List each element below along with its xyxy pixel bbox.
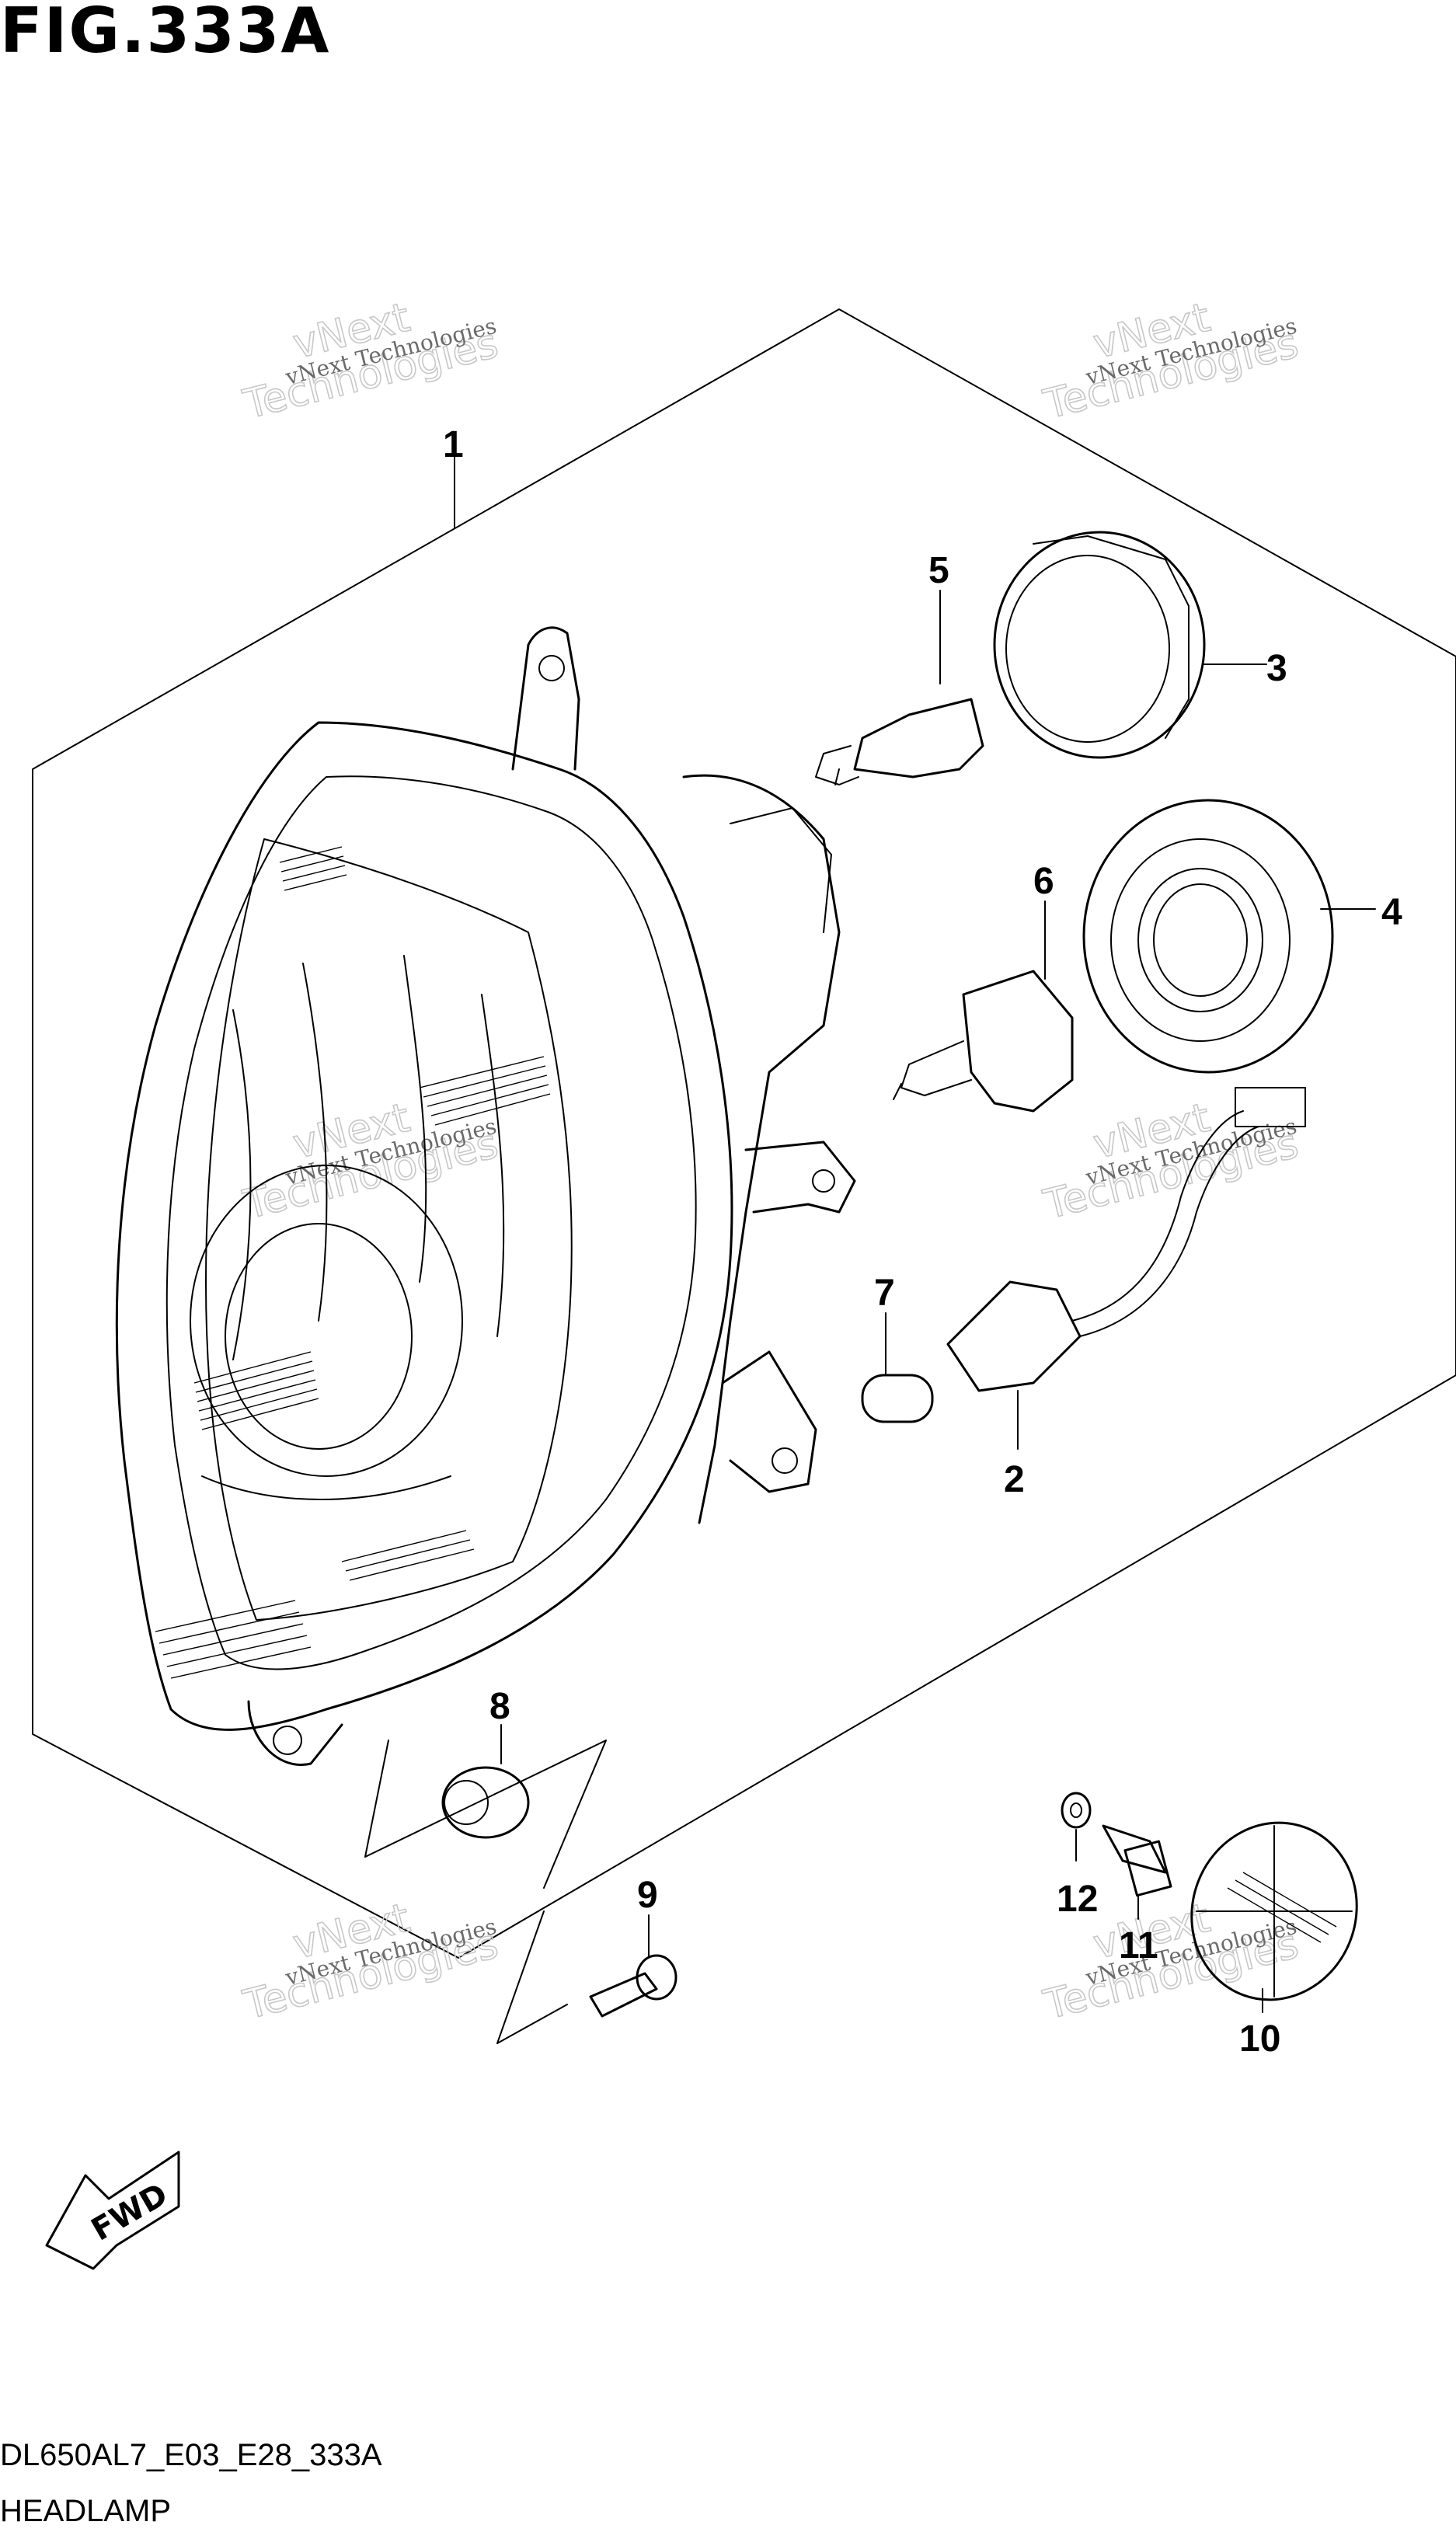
callout-1: 1	[443, 424, 464, 465]
part-5-headlamp-bulb	[815, 590, 984, 785]
part-12-washer	[1061, 1792, 1092, 1862]
part-9-screw	[496, 1910, 677, 2044]
callout-3: 3	[1266, 648, 1287, 689]
callout-8: 8	[489, 1686, 510, 1727]
part-11-spacer	[1102, 1824, 1172, 1920]
forward-direction-arrow: FWD	[45, 2151, 180, 2270]
part-7-small-bulb	[861, 1312, 934, 1423]
callout-2: 2	[1004, 1459, 1025, 1500]
callout-12: 12	[1057, 1879, 1098, 1920]
assembly-boundary	[32, 308, 1456, 1959]
part-3-socket-ring	[993, 531, 1267, 759]
callout-5: 5	[928, 550, 949, 591]
watermark-group: vNext Technologies vNext Technologies vN…	[239, 294, 1304, 2029]
section-name: HEADLAMP	[0, 2494, 172, 2528]
model-code: DL650AL7_E03_E28_333A	[0, 2438, 382, 2472]
callout-11: 11	[1119, 1925, 1158, 1966]
part-8-grommet	[364, 1724, 607, 1889]
callout-labels: 1 2 3 4 5 6 7 8 9 10 11 12	[443, 424, 1402, 2060]
callout-7: 7	[874, 1273, 895, 1314]
callout-6: 6	[1033, 861, 1054, 902]
part-1-headlamp-housing	[115, 456, 856, 1766]
part-10-reflector	[1190, 1821, 1358, 2013]
part-2-socket-wire	[946, 1087, 1306, 1450]
callout-4: 4	[1381, 892, 1402, 933]
callout-10: 10	[1239, 2018, 1280, 2060]
figure-title: FIG.333A	[0, 0, 331, 67]
callout-9: 9	[637, 1875, 658, 1916]
part-4-dust-cover	[1082, 799, 1376, 1074]
part-6-bulb	[893, 900, 1074, 1113]
